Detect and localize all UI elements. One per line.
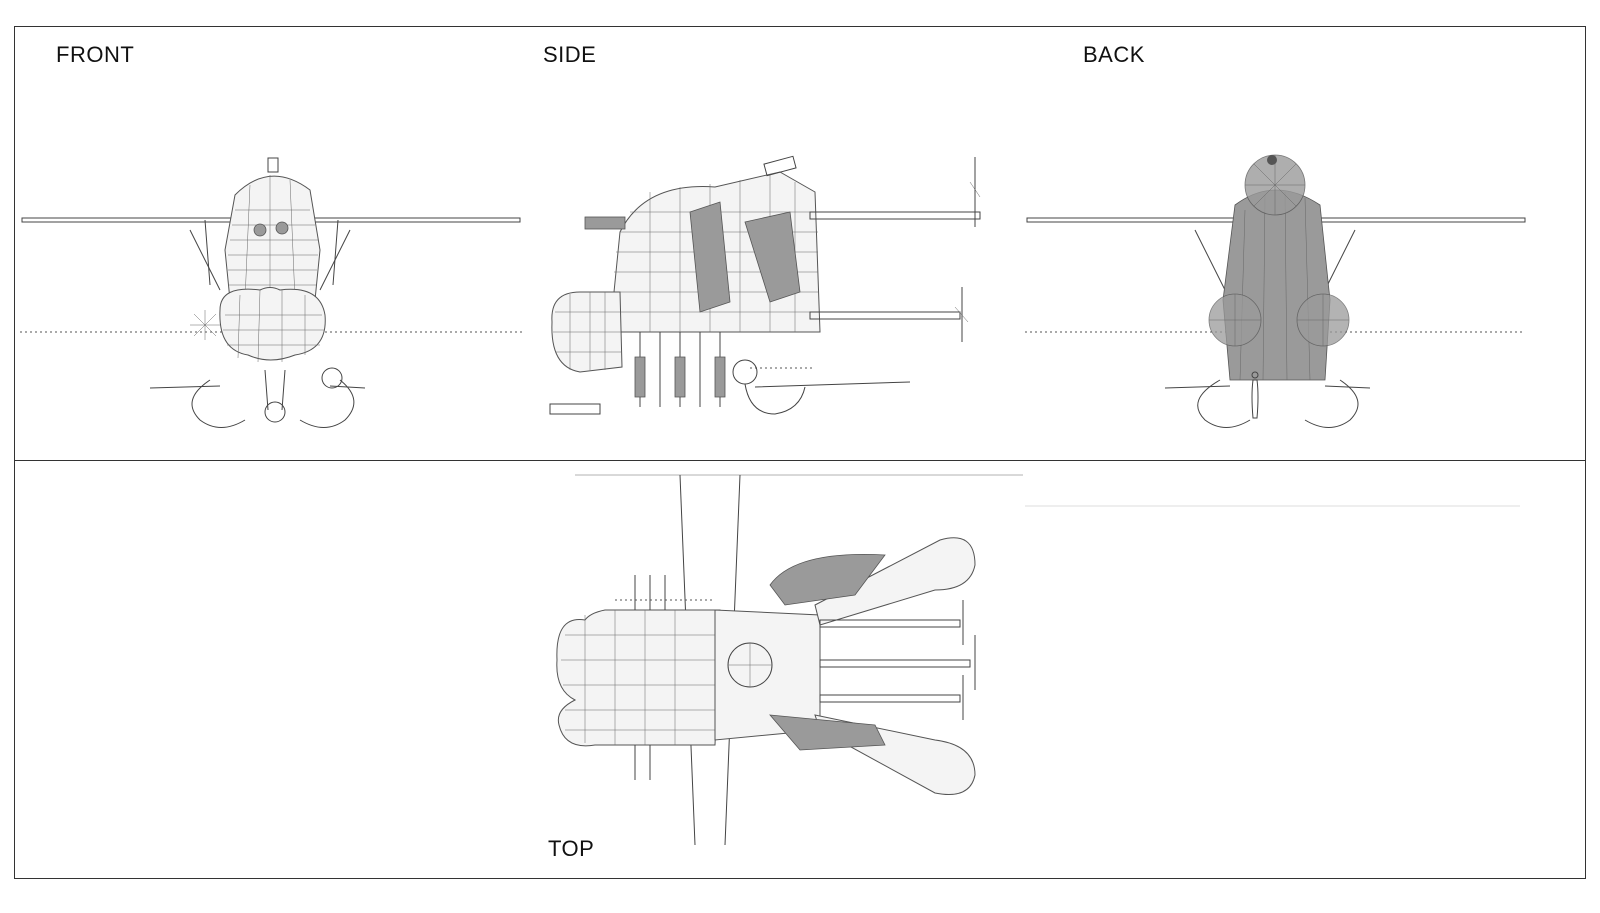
side-shadow-panel-1: [689, 201, 731, 313]
back-lower-wing: [1164, 385, 1371, 389]
back-top-rotor: [1244, 154, 1306, 216]
side-lower-boom: [809, 311, 961, 320]
side-landing-claw: [744, 381, 911, 415]
top-boom-1: [819, 619, 961, 628]
front-upper-wing: [21, 217, 521, 223]
top-upper-wing-pod: [814, 537, 976, 626]
front-fuselage: [224, 175, 321, 301]
front-view-drawing: [20, 157, 522, 428]
side-upper-boom: [809, 211, 981, 220]
front-exhaust: [267, 157, 279, 173]
top-boom-3: [819, 694, 961, 703]
side-view-drawing: [549, 155, 981, 415]
top-landing-legs: [634, 575, 666, 780]
top-view-drawing: [556, 474, 1023, 846]
back-human-scale-figure: [1251, 379, 1259, 419]
back-landing-claws: [1197, 379, 1359, 428]
back-left-rotor: [1208, 293, 1262, 347]
panel-divider: [14, 460, 1586, 461]
side-lower-propeller: [954, 287, 969, 342]
side-forward-gun: [584, 216, 626, 230]
front-landing-claws: [191, 379, 355, 428]
front-gun-port-right: [275, 221, 289, 235]
top-upper-shadow: [769, 554, 886, 606]
back-view-drawing: [1025, 154, 1526, 428]
back-wing-struts: [1194, 229, 1356, 291]
side-exhaust: [763, 155, 797, 177]
side-nose-gun: [549, 403, 601, 415]
front-rotor-left: [190, 310, 220, 340]
back-upper-wing: [1026, 217, 1526, 223]
back-right-rotor: [1296, 293, 1350, 347]
top-view-label: TOP: [548, 836, 595, 861]
front-gun-port-left: [253, 223, 267, 237]
side-upper-propeller: [969, 157, 981, 227]
front-belly-turret: [264, 401, 286, 423]
front-view-label: FRONT: [56, 42, 135, 67]
back-view-label: BACK: [1083, 42, 1145, 67]
back-fuselage: [1222, 189, 1331, 381]
top-boom-2: [819, 659, 971, 668]
side-view-label: SIDE: [543, 42, 597, 67]
top-fuselage-nose: [556, 609, 721, 747]
front-cockpit-dome: [219, 287, 326, 361]
top-lower-shadow: [769, 714, 886, 751]
blank-panel-guide: [1025, 505, 1520, 507]
side-wheel-hub: [732, 359, 758, 385]
drawing-frame: [14, 26, 1586, 879]
side-shadow-panel-2: [744, 211, 801, 303]
